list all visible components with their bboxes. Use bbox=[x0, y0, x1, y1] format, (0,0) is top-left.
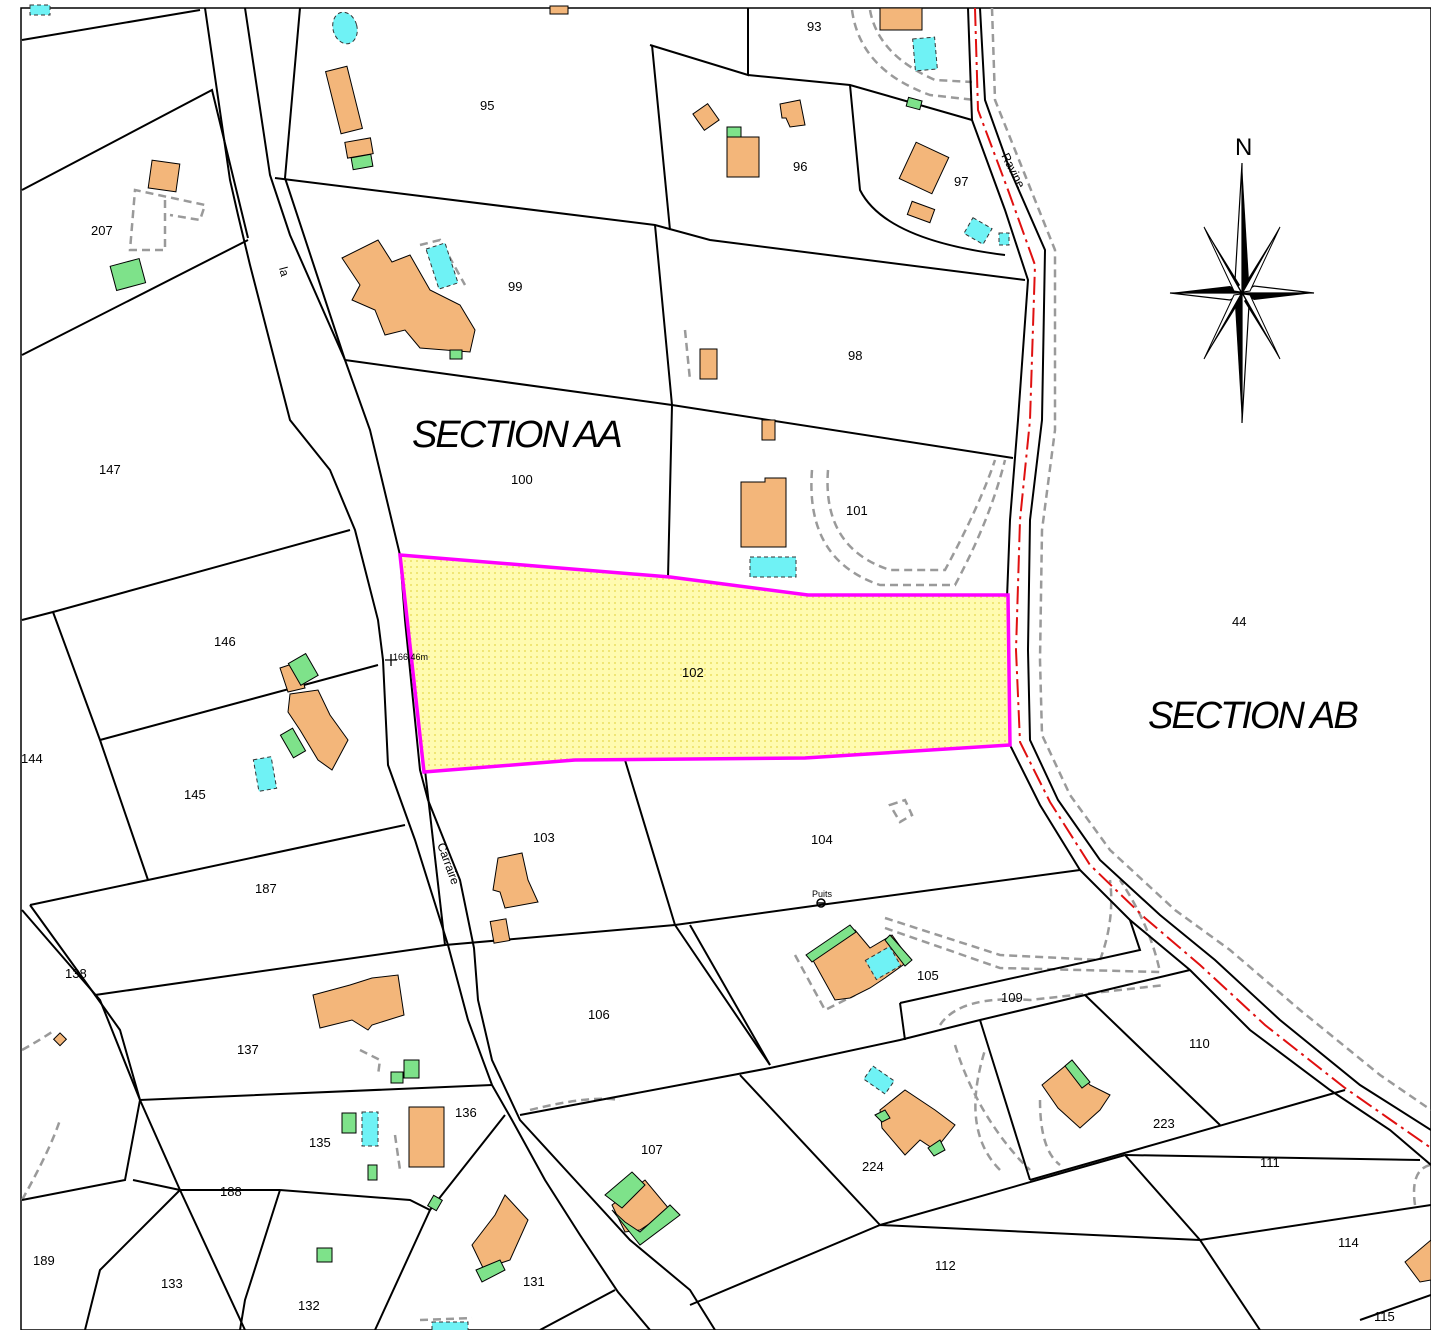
elevation-label: 166.46m bbox=[393, 652, 428, 662]
parcel-label[interactable]: 132 bbox=[298, 1298, 320, 1313]
parcel-label[interactable]: 207 bbox=[91, 223, 113, 238]
section-aa-label: SECTION AA bbox=[412, 414, 621, 456]
parcel-label[interactable]: 223 bbox=[1153, 1116, 1175, 1131]
parcel-label[interactable]: 93 bbox=[807, 19, 821, 34]
map-frame bbox=[20, 7, 1431, 1330]
section-ab-label: SECTION AB bbox=[1148, 695, 1358, 737]
parcel-label[interactable]: 114 bbox=[1338, 1235, 1359, 1250]
pools bbox=[29, 4, 1010, 1330]
highlighted-parcel-102[interactable] bbox=[398, 553, 1012, 774]
compass-rose-icon bbox=[1169, 162, 1315, 424]
parcel-label[interactable]: 106 bbox=[588, 1007, 610, 1022]
parcel-label[interactable]: 111 bbox=[1260, 1155, 1280, 1170]
parcel-label[interactable]: 95 bbox=[480, 98, 494, 113]
parcel-label[interactable]: 96 bbox=[793, 159, 807, 174]
parcel-label[interactable]: 44 bbox=[1232, 614, 1246, 629]
parcel-label[interactable]: 144 bbox=[21, 751, 43, 766]
parcel-label[interactable]: 101 bbox=[846, 503, 868, 518]
road-label-carraire: Carraire bbox=[434, 841, 462, 887]
parcel-label[interactable]: 99 bbox=[508, 279, 522, 294]
dashed-tracks bbox=[20, 9, 1431, 1322]
parcel-label[interactable]: 136 bbox=[455, 1105, 477, 1120]
parcel-label[interactable]: 115 bbox=[1374, 1309, 1395, 1324]
road-label-la: la bbox=[276, 265, 292, 278]
road-ravine bbox=[967, 7, 1431, 1166]
parcel-label[interactable]: 97 bbox=[954, 174, 968, 189]
parcel-label[interactable]: 135 bbox=[309, 1135, 331, 1150]
parcel-label[interactable]: 138 bbox=[65, 966, 87, 981]
parcel-label[interactable]: 98 bbox=[848, 348, 862, 363]
parcel-label[interactable]: 100 bbox=[511, 472, 533, 487]
parcel-label[interactable]: 189 bbox=[33, 1253, 55, 1268]
parcel-label[interactable]: 131 bbox=[523, 1274, 545, 1289]
parcel-label[interactable]: 187 bbox=[255, 881, 277, 896]
parcel-label[interactable]: 224 bbox=[862, 1159, 884, 1174]
parcel-label[interactable]: 107 bbox=[641, 1142, 663, 1157]
road-la-carraire bbox=[204, 7, 716, 1330]
well-label: Puits bbox=[812, 889, 833, 899]
parcel-label[interactable]: 146 bbox=[214, 634, 236, 649]
parcel-boundaries bbox=[21, 7, 1431, 1330]
parcel-label[interactable]: 147 bbox=[99, 462, 121, 477]
parcel-label[interactable]: 188 bbox=[220, 1184, 242, 1199]
well-mark: Puits bbox=[812, 889, 833, 908]
parcel-label[interactable]: 110 bbox=[1189, 1036, 1210, 1051]
parcel-label[interactable]: 133 bbox=[161, 1276, 183, 1291]
parcel-label[interactable]: 105 bbox=[917, 968, 939, 983]
parcel-label[interactable]: 145 bbox=[184, 787, 206, 802]
compass-north-label: N bbox=[1235, 134, 1252, 161]
annexes bbox=[109, 96, 1091, 1283]
road-label-ravine: Ravine bbox=[998, 151, 1028, 191]
parcel-label[interactable]: 112 bbox=[935, 1258, 956, 1273]
elevation-mark: 166.46m bbox=[385, 652, 428, 666]
parcel-label[interactable]: 137 bbox=[237, 1042, 259, 1057]
parcel-labels: 93 95 96 97 98 99 100 101 102 103 104 10… bbox=[21, 19, 1395, 1324]
parcel-label[interactable]: 102 bbox=[682, 665, 704, 680]
parcel-label[interactable]: 104 bbox=[811, 832, 833, 847]
parcel-label[interactable]: 109 bbox=[1001, 990, 1023, 1005]
parcel-label[interactable]: 103 bbox=[533, 830, 555, 845]
